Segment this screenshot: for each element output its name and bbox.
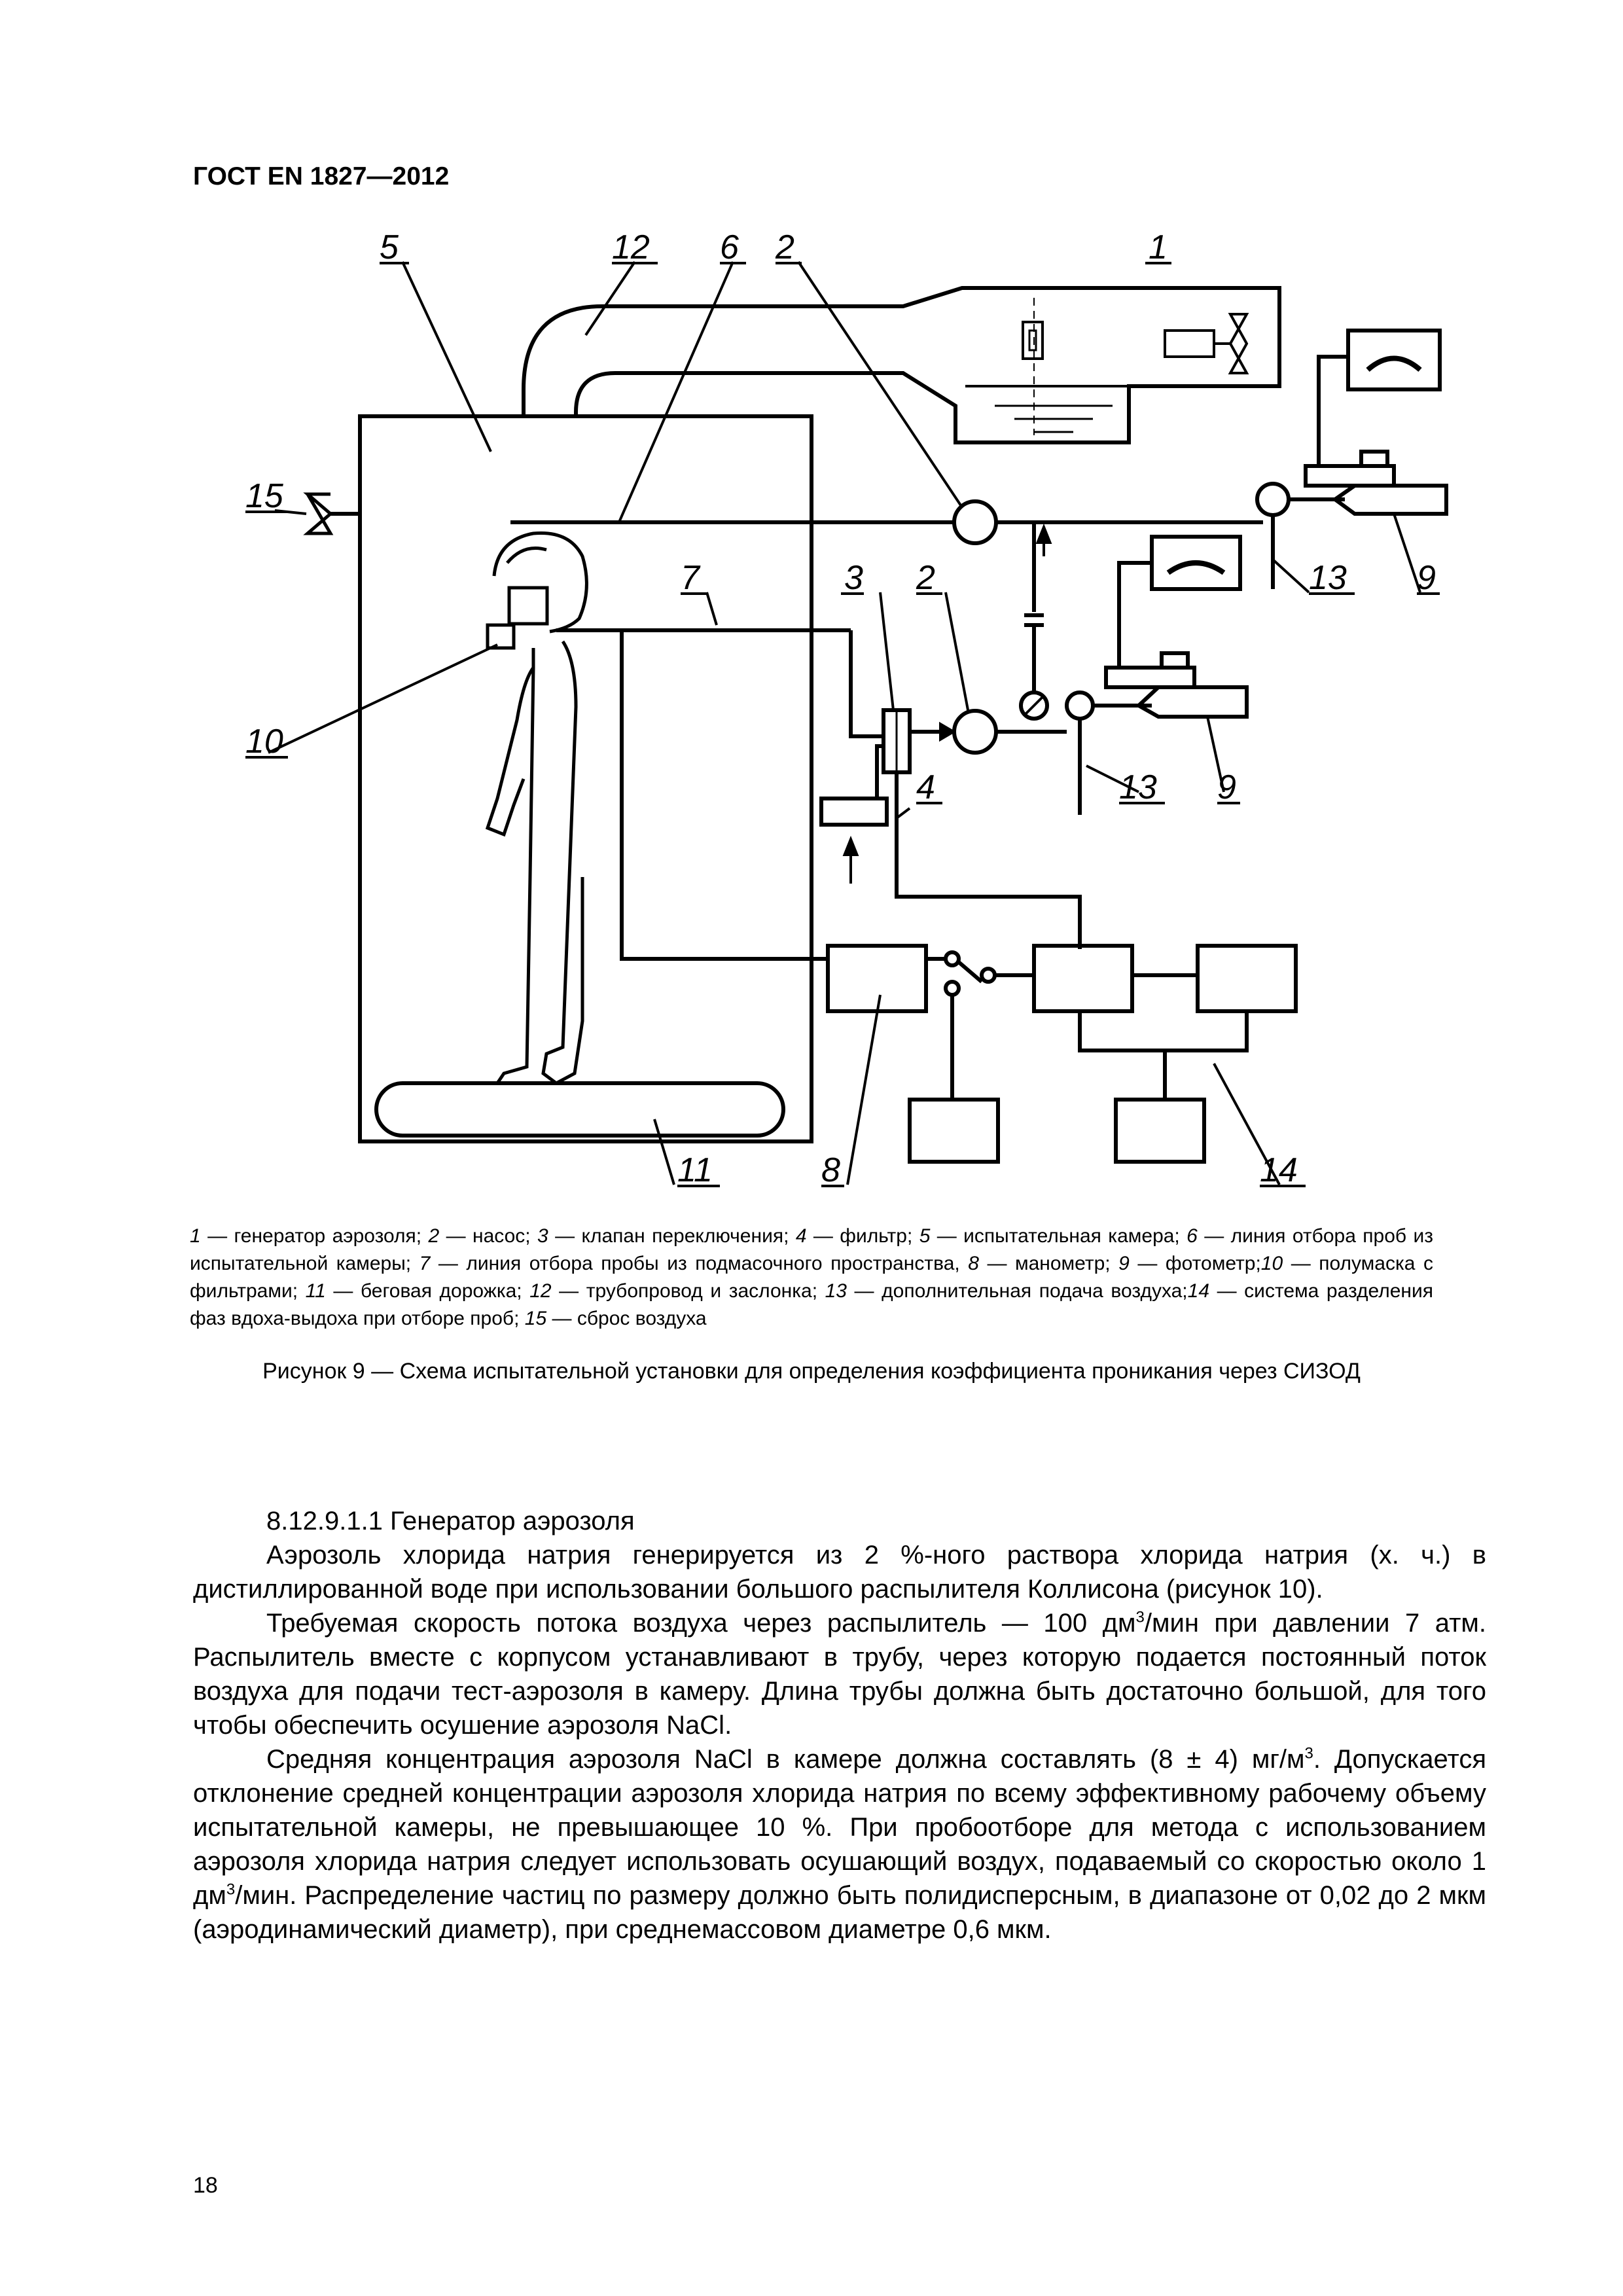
legend-number: 8 bbox=[968, 1253, 979, 1274]
legend-item: 13 — дополнительная подача воздуха; bbox=[825, 1280, 1188, 1302]
duct-pipe bbox=[522, 286, 1281, 444]
paragraph-1: Аэрозоль хлорида натрия генерируется из … bbox=[193, 1541, 1486, 1604]
legend-text: — генератор аэрозоля; bbox=[200, 1225, 429, 1247]
label-2a: 2 bbox=[775, 228, 794, 266]
legend-item: 1 — генератор аэрозоля; bbox=[190, 1225, 429, 1247]
legend-number: 1 bbox=[190, 1225, 201, 1247]
label-9b: 9 bbox=[1217, 768, 1236, 806]
legend-text: — трубопровод и заслонка; bbox=[551, 1280, 825, 1302]
test-chamber bbox=[358, 414, 813, 1143]
legend-item: 10 — полумаска с фильтрами; bbox=[190, 1253, 1433, 1302]
label-5: 5 bbox=[380, 228, 399, 266]
legend-number: 6 bbox=[1186, 1225, 1198, 1247]
phase-separation-system bbox=[620, 630, 1298, 1164]
label-6: 6 bbox=[720, 228, 739, 266]
legend-number: 13 bbox=[825, 1280, 847, 1302]
diagram-labels: 1 2 2 3 4 5 6 7 8 9 9 10 11 12 13 13 14 … bbox=[245, 228, 1436, 1189]
label-8: 8 bbox=[821, 1151, 840, 1189]
legend-text: — фильтр; bbox=[806, 1225, 919, 1247]
legend-text: — система разделения фаз вдоха-выдоха пр… bbox=[190, 1280, 1433, 1329]
legend-number: 11 bbox=[305, 1280, 326, 1302]
legend-number: 7 bbox=[419, 1253, 431, 1274]
label-11: 11 bbox=[677, 1151, 713, 1189]
label-9a: 9 bbox=[1417, 559, 1436, 597]
legend-number: 15 bbox=[524, 1308, 547, 1329]
label-13b: 13 bbox=[1119, 768, 1157, 806]
label-underlines bbox=[245, 262, 1440, 1187]
legend-text: — насос; bbox=[439, 1225, 538, 1247]
legend-item: 8 — манометр; bbox=[968, 1253, 1118, 1274]
document-header: ГОСТ EN 1827—2012 bbox=[193, 162, 450, 190]
paragraph-3: Средняя концентрация аэрозоля NaCl в кам… bbox=[193, 1744, 1487, 1944]
legend-item: 12 — трубопровод и заслонка; bbox=[529, 1280, 825, 1302]
legend-text: — клапан переключения; bbox=[548, 1225, 796, 1247]
label-2b: 2 bbox=[916, 559, 935, 597]
mask-sampling-line bbox=[556, 628, 1152, 949]
label-3: 3 bbox=[844, 559, 863, 597]
legend-number: 12 bbox=[529, 1280, 552, 1302]
legend-text: — линия отбора проб из испытательной кам… bbox=[190, 1225, 1433, 1274]
figure-caption: Рисунок 9 — Схема испытательной установк… bbox=[262, 1359, 1361, 1384]
figure-legend: 1 — генератор аэрозоля; 2 — насос; 3 — к… bbox=[190, 1223, 1433, 1333]
photometer-lower bbox=[1104, 535, 1249, 719]
legend-text: — полумаска с фильтрами; bbox=[190, 1253, 1433, 1302]
legend-item: 7 — линия отбора пробы из подмасочного п… bbox=[419, 1253, 969, 1274]
label-4: 4 bbox=[916, 768, 935, 806]
test-setup-diagram: 1 2 2 3 4 5 6 7 8 9 9 10 11 12 13 13 14 … bbox=[245, 228, 1448, 1189]
legend-item: 2 — насос; bbox=[429, 1225, 538, 1247]
legend-item: 3 — клапан переключения; bbox=[537, 1225, 796, 1247]
legend-item: 11 — беговая дорожка; bbox=[306, 1280, 530, 1302]
legend-text: — сброс воздуха bbox=[546, 1308, 707, 1329]
legend-text: — линия отбора пробы из подмасочного про… bbox=[430, 1253, 969, 1274]
legend-item: 9 — фотометр; bbox=[1118, 1253, 1261, 1274]
label-leader-lines bbox=[268, 260, 1421, 1185]
legend-text: — испытательная камера; bbox=[930, 1225, 1187, 1247]
photometer-upper bbox=[1255, 329, 1448, 589]
test-subject-figure bbox=[485, 531, 588, 1085]
section-heading: 8.12.9.1.1 Генератор аэрозоля bbox=[266, 1507, 635, 1535]
legend-number: 4 bbox=[795, 1225, 807, 1247]
page-number: 18 bbox=[193, 2173, 218, 2198]
label-10: 10 bbox=[245, 723, 283, 761]
label-13a: 13 bbox=[1309, 559, 1347, 597]
relief-valve bbox=[303, 492, 360, 535]
legend-text: — манометр; bbox=[978, 1253, 1119, 1274]
legend-number: 2 bbox=[428, 1225, 440, 1247]
legend-item: 15 — сброс воздуха bbox=[525, 1308, 707, 1329]
chamber-sampling-line bbox=[510, 499, 1263, 694]
label-1: 1 bbox=[1149, 228, 1168, 266]
legend-number: 14 bbox=[1187, 1280, 1210, 1302]
legend-item: 4 — фильтр; bbox=[796, 1225, 919, 1247]
label-15: 15 bbox=[245, 477, 284, 515]
aerosol-generator bbox=[965, 298, 1249, 435]
paragraph-2: Требуемая скорость потока воздуха через … bbox=[193, 1608, 1487, 1740]
legend-number: 10 bbox=[1260, 1253, 1283, 1274]
legend-item: 5 — испытательная камера; bbox=[919, 1225, 1186, 1247]
label-14: 14 bbox=[1260, 1151, 1298, 1189]
legend-text: — фотометр; bbox=[1129, 1253, 1261, 1274]
legend-number: 9 bbox=[1118, 1253, 1130, 1274]
label-12: 12 bbox=[612, 228, 650, 266]
legend-text: — беговая дорожка; bbox=[325, 1280, 530, 1302]
legend-item: 6 — линия отбора проб из испытательной к… bbox=[190, 1225, 1433, 1274]
label-7: 7 bbox=[681, 559, 701, 597]
legend-item: 14 — система разделения фаз вдоха-выдоха… bbox=[190, 1280, 1433, 1329]
legend-text: — дополнительная подача воздуха; bbox=[846, 1280, 1188, 1302]
legend-number: 5 bbox=[919, 1225, 931, 1247]
section-body: 8.12.9.1.1 Генератор аэрозоля Аэрозоль х… bbox=[193, 1504, 1486, 1946]
legend-number: 3 bbox=[537, 1225, 548, 1247]
